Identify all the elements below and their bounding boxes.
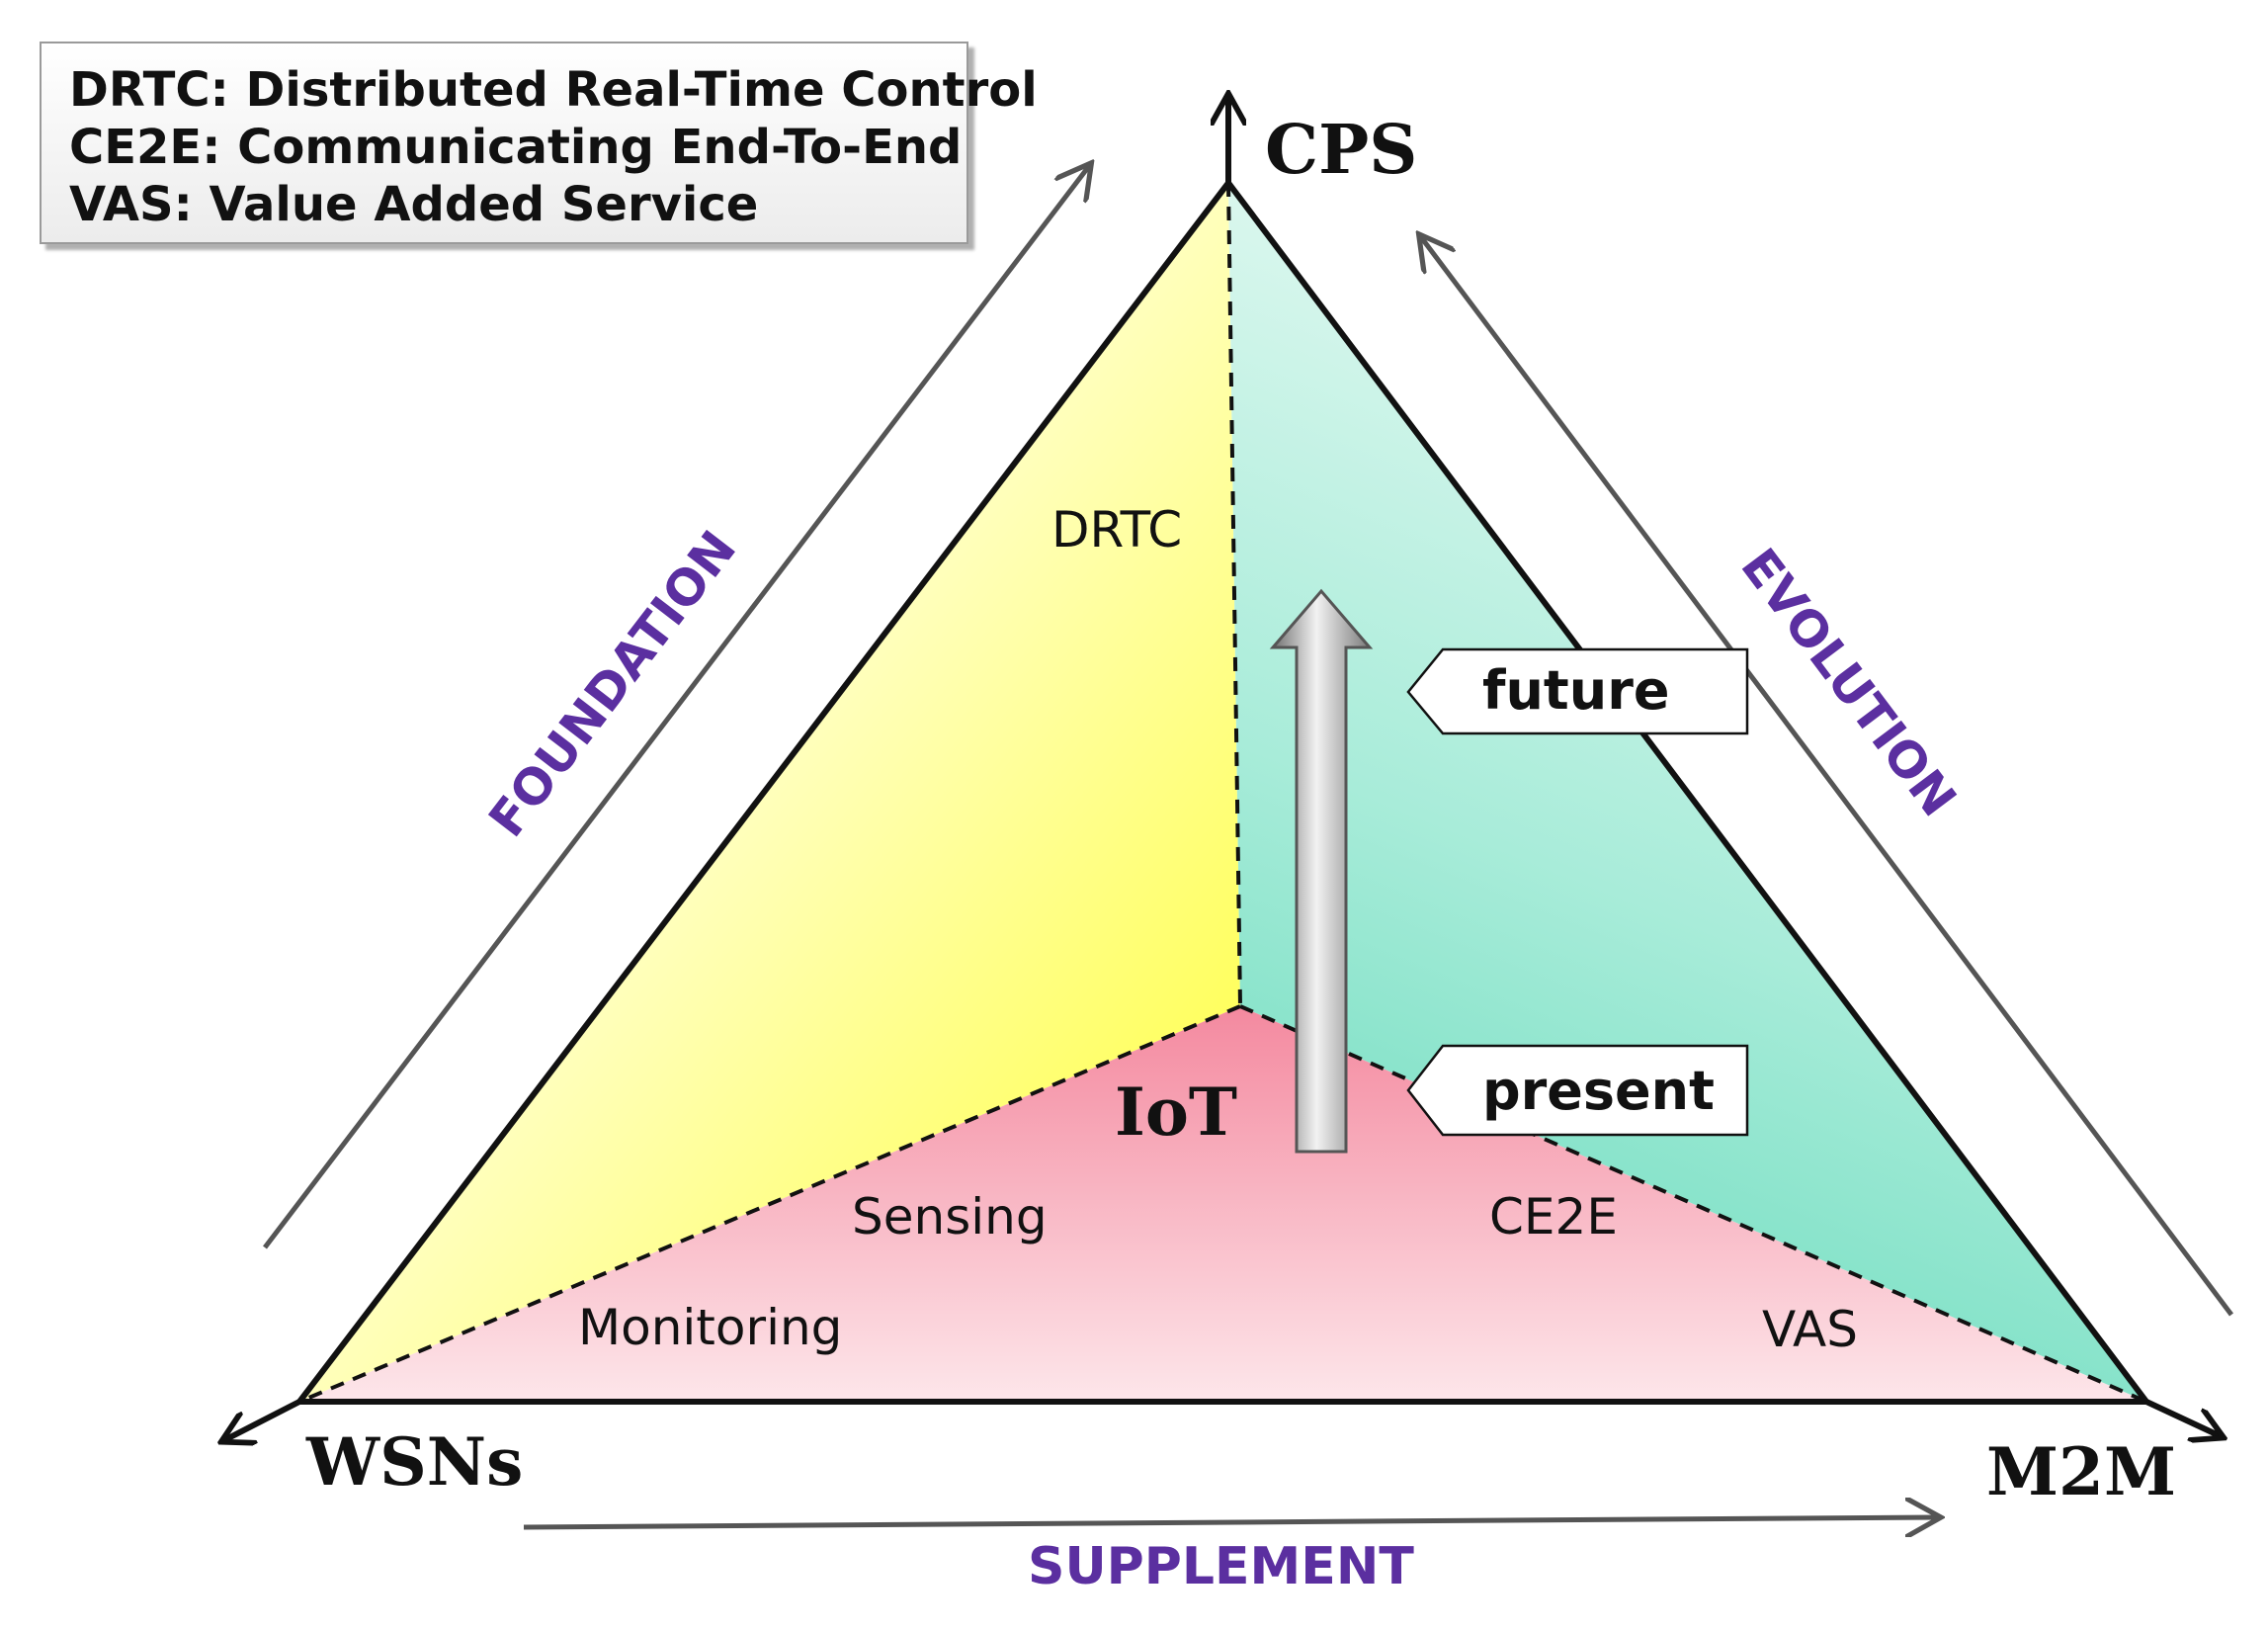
- ce2e-label: CE2E: [1489, 1188, 1618, 1245]
- vas-label: VAS: [1762, 1301, 1858, 1358]
- inner-dashed-lines: [298, 182, 2147, 1404]
- wsns-label: WSNs: [305, 1423, 523, 1501]
- iot-label: IoT: [1115, 1074, 1237, 1151]
- supplement-arrow: [523, 1517, 1937, 1527]
- evolution-arrow: [1421, 237, 2233, 1317]
- drtc-label: DRTC: [1051, 501, 1182, 558]
- cps-label: CPS: [1265, 111, 1417, 190]
- legend-drtc: DRTC: Distributed Real-Time Control: [69, 62, 1038, 118]
- timeline-arrow: [1269, 588, 1374, 1154]
- foundation-arrow: [263, 166, 1089, 1249]
- monitoring-label: Monitoring: [578, 1299, 842, 1356]
- m2m-axis-arrow: [2144, 1399, 2221, 1436]
- wsns-axis-arrow: [224, 1399, 301, 1440]
- sensing-label: Sensing: [852, 1188, 1048, 1245]
- iot-region: [299, 1006, 2146, 1402]
- supplement-label: SUPPLEMENT: [1028, 1537, 1414, 1596]
- present-label: present: [1482, 1060, 1715, 1122]
- m2m-label: M2M: [1986, 1433, 2176, 1510]
- legend-vas: VAS: Value Added Service: [69, 177, 759, 232]
- legend-ce2e: CE2E: Communicating End-To-End: [69, 120, 963, 175]
- foundation-label: FOUNDATION: [478, 520, 748, 847]
- present-tag-box: [1406, 1044, 1749, 1137]
- future-tag-box: [1406, 647, 1749, 735]
- evolution-label: EVOLUTION: [1729, 538, 1967, 826]
- abbreviation-legend: DRTC: Distributed Real-Time Control CE2E…: [40, 42, 1038, 244]
- future-label: future: [1482, 659, 1669, 722]
- outer-triangle: [293, 178, 2153, 1405]
